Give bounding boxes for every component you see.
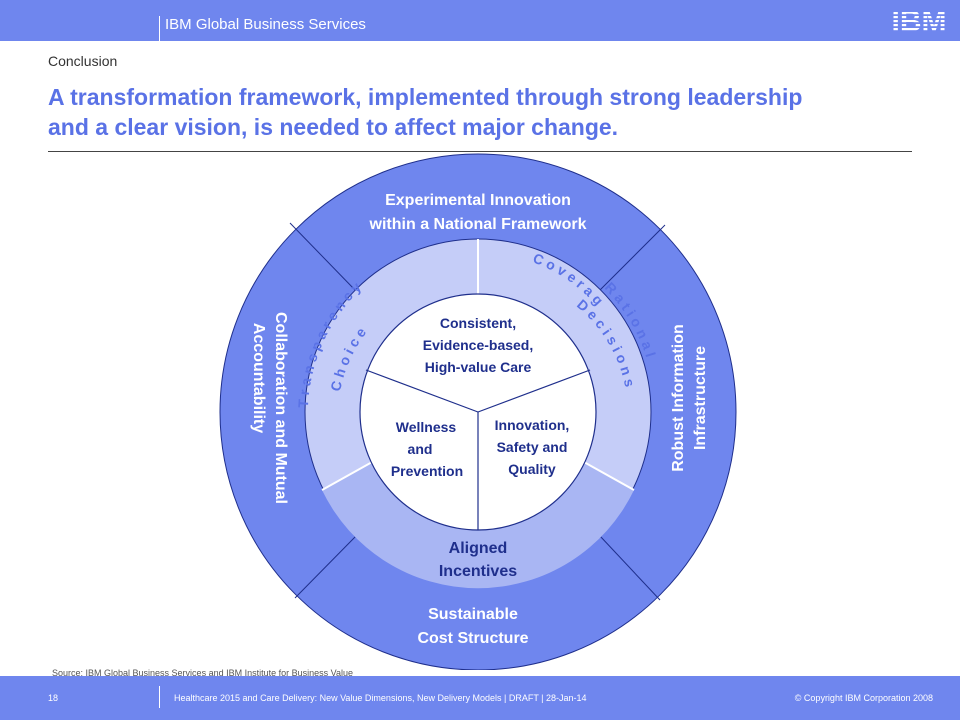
outer-bottom-label-2: Cost Structure xyxy=(417,630,528,647)
ibm-logo-text: IBM xyxy=(892,5,947,36)
inner-divider-left xyxy=(365,369,479,413)
outer-top-label-2: within a National Framework xyxy=(369,216,587,233)
inner-right-label-2: Safety and xyxy=(497,439,568,455)
footer-bar xyxy=(0,676,960,720)
inner-right-label-3: Quality xyxy=(508,461,556,477)
outer-divider-nw xyxy=(289,222,356,291)
title-rule xyxy=(48,151,912,152)
inner-top-label-1: Consistent, xyxy=(440,315,516,331)
aligned-label-2: Incentives xyxy=(439,563,517,580)
outer-bottom-label-1: Sustainable xyxy=(428,606,518,623)
inner-top-label-2: Evidence-based, xyxy=(423,337,534,353)
footer-text: Healthcare 2015 and Care Delivery: New V… xyxy=(174,693,587,703)
inner-left-label-1: Wellness xyxy=(396,419,457,435)
outer-divider-ne xyxy=(599,224,666,291)
outer-right-label-1: Robust Information xyxy=(670,324,687,472)
page-title-line-2: and a clear vision, is needed to affect … xyxy=(48,114,619,140)
outer-right-label-2: Infrastructure xyxy=(692,346,709,450)
breadcrumb: Conclusion xyxy=(48,53,118,69)
outer-left-label-2: Accountability xyxy=(250,323,267,433)
header-bar xyxy=(0,0,960,41)
page-title-line-1: A transformation framework, implemented … xyxy=(48,84,803,110)
aligned-label-1: Aligned xyxy=(449,540,508,557)
outer-left-label-1: Collaboration and Mutual xyxy=(272,312,289,504)
page-number: 18 xyxy=(48,693,59,703)
inner-left-label-3: Prevention xyxy=(391,463,463,479)
outer-top-label-1: Experimental Innovation xyxy=(385,192,571,209)
page-title: A transformation framework, implemented … xyxy=(48,82,928,142)
inner-right-label-1: Innovation, xyxy=(495,417,570,433)
outer-divider-sw xyxy=(294,535,357,599)
header-title: IBM Global Business Services xyxy=(165,16,366,33)
inner-divider-right xyxy=(477,369,591,413)
inner-top-label-3: High-value Care xyxy=(425,359,532,375)
source-note: Source: IBM Global Business Services and… xyxy=(52,668,353,678)
inner-left-label-2: and xyxy=(408,441,433,457)
outer-divider-se xyxy=(599,535,661,601)
ibm-logo: IBM xyxy=(892,5,947,36)
header-divider xyxy=(159,16,160,41)
footer-divider xyxy=(159,686,160,708)
framework-diagram: Experimental Innovation within a Nationa… xyxy=(0,150,737,670)
copyright: © Copyright IBM Corporation 2008 xyxy=(794,693,933,703)
